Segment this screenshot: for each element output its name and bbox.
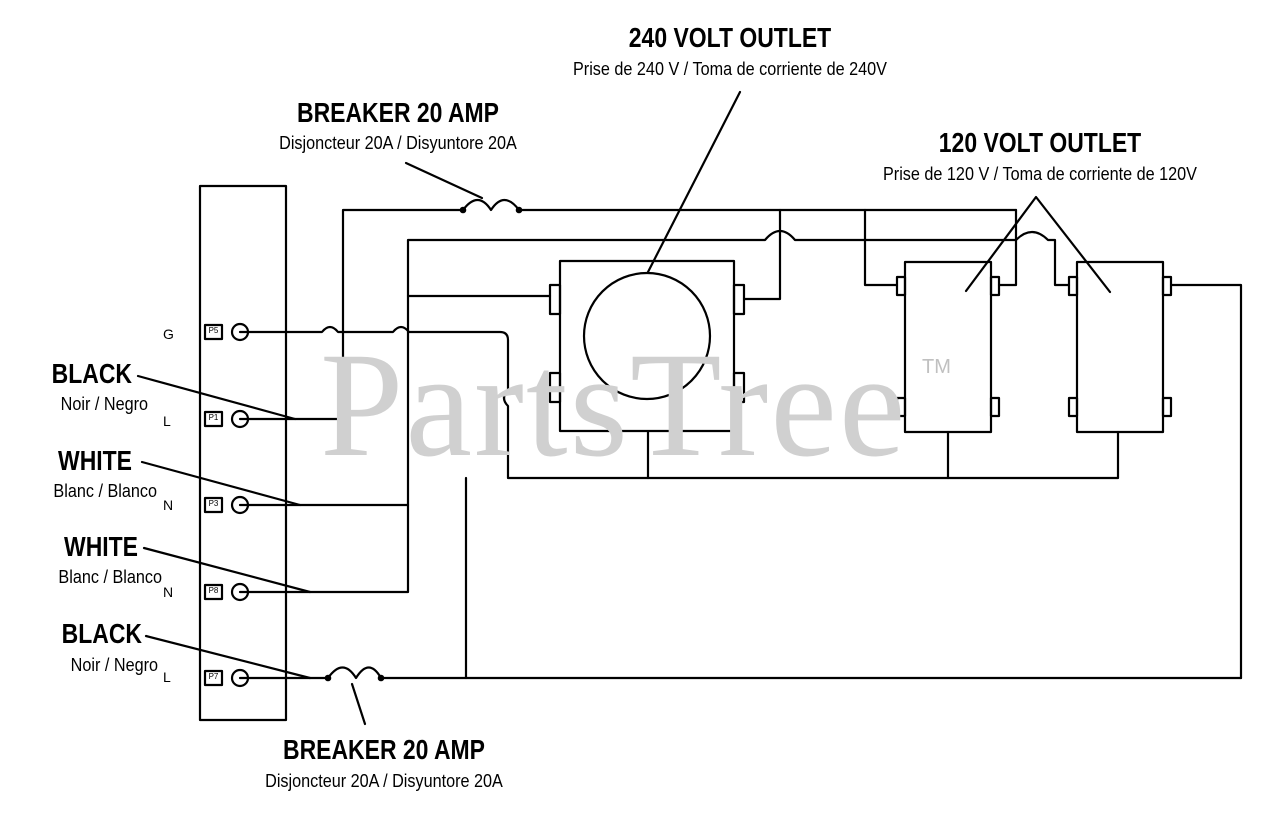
leader-breaker-bottom	[350, 682, 367, 726]
terminal-letter-n1: N	[163, 497, 174, 513]
wire-label-black-1: BLACK	[51, 358, 132, 389]
neutral-wire-2	[246, 229, 1018, 594]
ground-wire	[246, 325, 1120, 480]
outlet-120-title: 120 VOLT OUTLET	[938, 127, 1142, 158]
wire-sub-black-1: Noir / Negro	[60, 394, 148, 414]
outlet-240-title: 240 VOLT OUTLET	[628, 22, 832, 53]
leader-breaker-top	[404, 161, 484, 200]
wire-sub-white-2: Blanc / Blanco	[58, 567, 162, 587]
wire-sub-white-1: Blanc / Blanco	[53, 481, 157, 501]
watermark-tm: TM	[922, 356, 951, 378]
watermark: PartsTree	[320, 322, 908, 488]
outlet-120-left	[903, 260, 993, 434]
terminal-p5-box	[203, 323, 224, 341]
terminal-block	[198, 184, 288, 722]
terminal-id-p7: P7	[208, 672, 219, 681]
terminal-id-p8: P8	[208, 586, 219, 595]
breaker-top-subtitle: Disjoncteur 20A / Disyuntore 20A	[279, 133, 517, 153]
breaker-top-title: BREAKER 20 AMP	[296, 97, 500, 128]
terminal-p7-box	[203, 669, 224, 687]
outlet-240-body	[558, 259, 736, 433]
terminal-id-p5: P5	[208, 326, 219, 335]
ground-letter: G	[163, 326, 174, 342]
wire-label-white-2: WHITE	[64, 531, 138, 562]
terminal-letter-n2: N	[163, 584, 174, 600]
leader-120-outlets	[964, 195, 1112, 294]
terminal-p3-box	[203, 496, 224, 514]
terminal-p1-box	[203, 410, 224, 428]
wire-sub-black-2: Noir / Negro	[70, 655, 158, 675]
leader-240-outlet	[646, 90, 742, 274]
terminal-letter-l1: L	[163, 413, 171, 429]
terminal-letter-l2: L	[163, 669, 171, 685]
outlet-240-subtitle: Prise de 240 V / Toma de corriente de 24…	[572, 59, 887, 79]
terminal-p8-box	[203, 583, 224, 601]
outlet-120-right	[1075, 260, 1165, 434]
outlet-240-face	[582, 271, 712, 401]
outlet-120-subtitle: Prise de 120 V / Toma de corriente de 12…	[882, 164, 1197, 184]
breaker-top-symbol	[461, 198, 521, 212]
breaker-bottom-subtitle: Disjoncteur 20A / Disyuntore 20A	[265, 771, 503, 791]
breaker-bottom-symbol	[326, 666, 383, 680]
terminal-id-p1: P1	[208, 413, 219, 422]
wire-label-white-1: WHITE	[58, 445, 132, 476]
leader-white-1	[140, 460, 302, 507]
wire-label-black-2: BLACK	[61, 618, 142, 649]
breaker-bottom-title: BREAKER 20 AMP	[282, 734, 486, 765]
leader-black-2	[144, 634, 312, 680]
terminal-id-p3: P3	[208, 499, 219, 508]
leader-black-1	[136, 374, 297, 421]
leader-white-2	[142, 546, 312, 594]
